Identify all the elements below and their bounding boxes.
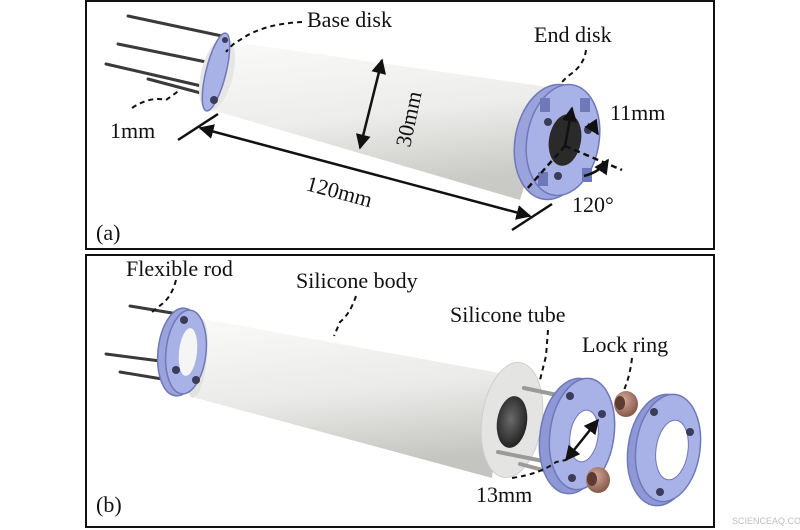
ring-inner-dimension — [565, 418, 599, 462]
label-rod-diameter: 1mm — [110, 118, 155, 143]
label-end-disk: End disk — [534, 22, 612, 47]
base-disk — [201, 32, 231, 112]
panel-a-label: (a) — [96, 220, 120, 245]
label-base-disk: Base disk — [307, 7, 392, 32]
panel-a: Base disk End disk 30mm 1mm 120mm 11mm 1… — [85, 0, 715, 250]
end-disk-annotations — [525, 106, 623, 191]
label-silicone-tube: Silicone tube — [450, 302, 565, 327]
label-ring-inner: 13mm — [476, 482, 532, 507]
base-rods — [104, 14, 224, 98]
diameter-dimension — [355, 58, 387, 150]
label-silicone-body: Silicone body — [296, 268, 418, 293]
label-offset: 11mm — [610, 100, 665, 125]
base-disk-b — [156, 307, 208, 397]
panel-b-label: (b) — [96, 492, 122, 517]
length-dimension — [177, 112, 553, 232]
cap-disk — [626, 393, 702, 507]
leaders-a — [131, 21, 587, 109]
silicone-tube — [496, 396, 528, 448]
label-angle: 120° — [572, 192, 614, 217]
leaders-b — [151, 279, 633, 479]
lock-ring-top — [614, 391, 638, 417]
label-lock-ring: Lock ring — [582, 332, 668, 357]
lock-ring-bottom — [586, 467, 610, 493]
silicone-body-b — [196, 318, 505, 478]
panel-b: Flexible rod Silicone body Silicone tube… — [85, 254, 715, 528]
watermark: SCIENCEAQ.COM — [732, 516, 800, 526]
label-flexible-rod: Flexible rod — [126, 256, 233, 281]
